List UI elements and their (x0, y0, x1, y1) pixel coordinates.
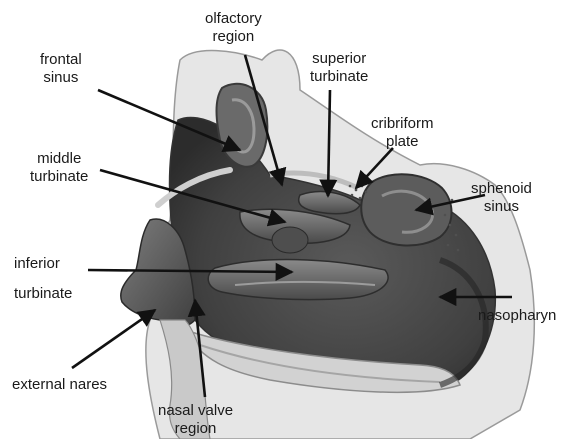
label-frontal-sinus: frontal sinus (40, 51, 82, 87)
label-middle-turbinate: middle turbinate (30, 150, 88, 186)
label-inferior-turbinate: inferior turbinate (14, 255, 72, 303)
label-nasopharynx: nasopharyn (478, 307, 556, 325)
inferior-turbinate-shape (208, 260, 388, 300)
external-nares-arrow (72, 310, 155, 368)
label-sphenoid-sinus: sphenoid sinus (471, 180, 532, 216)
label-superior-turbinate: superior turbinate (310, 50, 368, 86)
label-external-nares: external nares (12, 376, 107, 394)
sphenoid-sinus-cavity (361, 174, 451, 245)
label-cribriform-plate: cribriform plate (371, 115, 434, 151)
label-olfactory-region: olfactory region (205, 10, 262, 46)
label-nasal-valve-region: nasal valve region (158, 402, 233, 438)
